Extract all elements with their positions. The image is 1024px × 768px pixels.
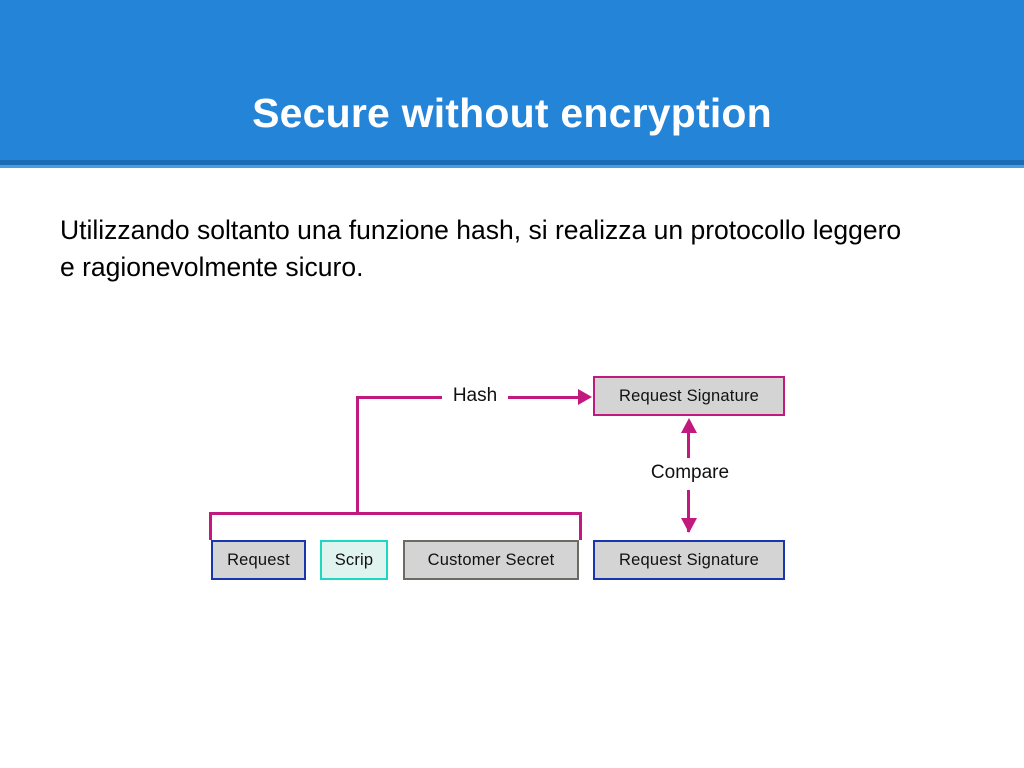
diagram-node-customer-secret: Customer Secret	[403, 540, 579, 580]
header-stripe-dark	[0, 160, 1024, 165]
compare-arrowhead-up-icon	[681, 418, 697, 433]
hash-line-left	[356, 396, 442, 399]
compare-line-bottom	[687, 490, 690, 532]
slide-header-banner: Secure without encryption	[0, 0, 1024, 168]
hash-arrowhead-icon	[578, 389, 592, 405]
bracket-stub-right	[579, 512, 582, 540]
diagram-node-scrip: Scrip	[320, 540, 388, 580]
protocol-diagram: Request Signature Request Scrip Customer…	[190, 360, 810, 600]
page-title: Secure without encryption	[252, 90, 772, 136]
edge-label-hash: Hash	[442, 384, 508, 408]
compare-arrowhead-down-icon	[681, 518, 697, 533]
header-stripe-light	[0, 165, 1024, 168]
edge-label-compare: Compare	[630, 460, 750, 486]
bracket-stub-left	[209, 512, 212, 540]
bracket-horizontal-bar	[209, 512, 582, 515]
hash-line-right	[508, 396, 580, 399]
slide-body-text: Utilizzando soltanto una funzione hash, …	[60, 215, 902, 282]
diagram-node-request: Request	[211, 540, 306, 580]
bracket-riser	[356, 396, 359, 515]
diagram-node-request-signature-bottom: Request Signature	[593, 540, 785, 580]
compare-line-top	[687, 422, 690, 458]
diagram-node-request-signature-top: Request Signature	[593, 376, 785, 416]
